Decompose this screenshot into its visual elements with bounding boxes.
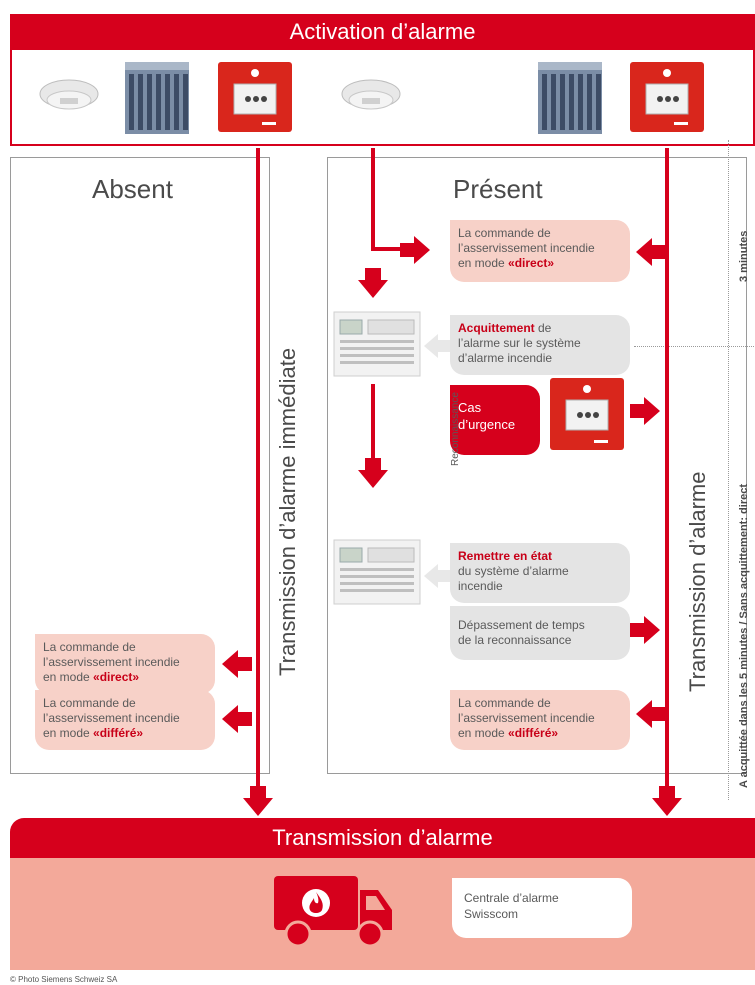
arrow-left-grey-icon <box>424 564 450 593</box>
absent-direct-box: La commande de l’asservissement incendie… <box>35 634 215 694</box>
fire-truck-icon <box>274 870 394 957</box>
arrow-left-icon <box>636 700 666 733</box>
absent-differe-box: La commande de l’asservissement incendie… <box>35 690 215 750</box>
smoke-detector-icon <box>38 74 100 121</box>
reconnaissance-label: Reconnaissance <box>450 392 461 466</box>
manual-call-point-icon <box>550 378 624 455</box>
manual-call-point-icon <box>218 62 292 137</box>
arrow-down-icon <box>243 786 273 821</box>
absent-vertical-label: Transmission d’alarme immédiate <box>275 347 300 676</box>
arrow-down-icon <box>358 458 388 493</box>
sprinkler-bank-icon <box>125 62 189 139</box>
fire-control-panel-icon <box>333 311 421 381</box>
arrow-left-icon <box>222 650 252 683</box>
arrow-left-icon <box>222 705 252 738</box>
detector-flow-line <box>371 148 375 250</box>
dotted-divider <box>728 140 729 800</box>
arrow-right-icon <box>400 236 430 269</box>
absent-flow-line <box>256 148 260 790</box>
depassement-box: Dépassement de temps de la reconnaissanc… <box>450 606 630 660</box>
photo-credit: © Photo Siemens Schweiz SA <box>10 975 118 984</box>
activation-title: Activation d’alarme <box>289 19 476 44</box>
urgence-box: Cas d’urgence <box>450 385 540 455</box>
absent-title: Absent <box>92 174 173 204</box>
present-title: Présent <box>453 174 543 204</box>
arrow-left-icon <box>636 238 666 271</box>
arrow-right-icon <box>630 397 660 430</box>
arrow-right-icon <box>630 616 660 649</box>
sprinkler-bank-icon <box>538 62 602 139</box>
smoke-detector-icon <box>340 74 402 121</box>
manual-call-point-icon <box>630 62 704 137</box>
arrow-down-icon <box>358 268 388 303</box>
direct-branch-line <box>371 247 401 251</box>
remettre-box: Remettre en état du système d’alarme inc… <box>450 543 630 603</box>
present-flow-line <box>665 148 669 790</box>
acquittement-box: Acquittement de l’alarme sur le système … <box>450 315 630 375</box>
centrale-box: Centrale d’alarme Swisscom <box>452 878 632 938</box>
transmission-banner: Transmission d’alarme <box>10 818 755 858</box>
dotted-divider <box>634 346 754 347</box>
fire-control-panel-icon <box>333 539 421 609</box>
activation-banner: Activation d’alarme <box>10 14 755 50</box>
minutes-label: 3 minutes <box>738 230 750 282</box>
present-direct-box: La commande de l’asservissement incendie… <box>450 220 630 282</box>
panel-link-line <box>371 384 375 464</box>
transmission-title: Transmission d’alarme <box>272 825 493 850</box>
present-vertical-label: Transmission d’alarme <box>685 471 710 692</box>
arrow-down-icon <box>652 786 682 821</box>
acquittement-delay-label: A acquittée dans les 5 minutes / Sans ac… <box>738 483 750 788</box>
arrow-left-grey-icon <box>424 334 450 363</box>
present-differe-box: La commande de l’asservissement incendie… <box>450 690 630 750</box>
